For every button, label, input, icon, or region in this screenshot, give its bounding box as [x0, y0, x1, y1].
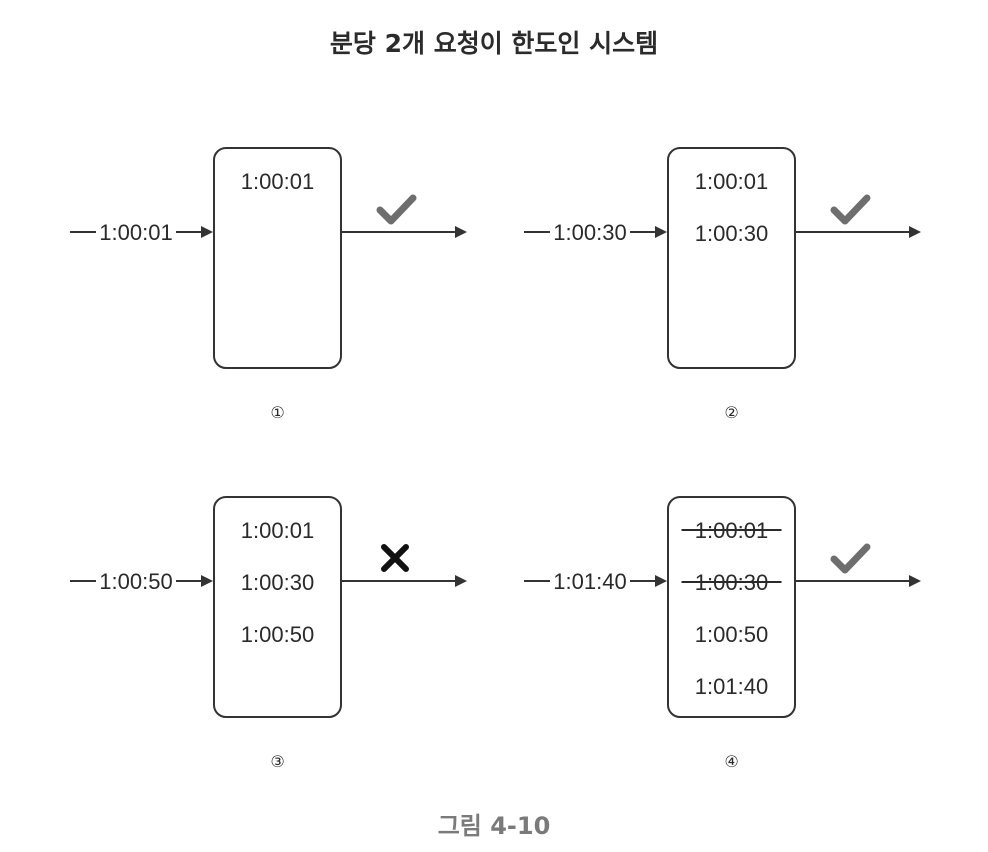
- figure-caption: 그림 4-10: [438, 812, 551, 840]
- panel-4: 1:01:401:00:011:00:301:00:501:01:40④: [524, 496, 921, 771]
- cross-icon: [381, 544, 409, 572]
- log-timestamp: 1:01:40: [695, 674, 768, 699]
- log-timestamp: 1:00:30: [241, 570, 314, 595]
- request-log-box: [667, 496, 796, 718]
- request-log-box: [213, 147, 342, 369]
- incoming-request-time: 1:01:40: [553, 569, 626, 594]
- incoming-request-time: 1:00:01: [99, 220, 172, 245]
- panels-group: 1:00:011:00:01①1:00:301:00:011:00:30②1:0…: [70, 147, 921, 771]
- panel-number-badge: ①: [270, 403, 284, 422]
- incoming-arrowhead: [201, 575, 213, 587]
- outgoing-arrowhead: [909, 226, 921, 238]
- panel-2: 1:00:30 1:00:01 1:00:30 ②: [524, 147, 921, 422]
- outgoing-arrowhead: [455, 226, 467, 238]
- incoming-request-time: 1:00:50: [99, 569, 172, 594]
- request-log-box: [667, 147, 796, 369]
- panel-number-badge: ③: [270, 752, 284, 771]
- check-icon: [830, 194, 871, 225]
- log-timestamp: 1:00:50: [695, 622, 768, 647]
- outgoing-arrowhead: [455, 575, 467, 587]
- log-timestamp: 1:00:01: [241, 169, 314, 194]
- log-timestamp: 1:00:30: [695, 221, 768, 246]
- incoming-arrowhead: [655, 575, 667, 587]
- log-timestamp: 1:00:01: [695, 169, 768, 194]
- request-log-box: [213, 496, 342, 718]
- check-icon: [376, 194, 417, 225]
- diagram-title: 분당 2개 요청이 한도인 시스템: [330, 29, 658, 58]
- incoming-arrowhead: [655, 226, 667, 238]
- check-icon: [830, 543, 871, 574]
- panel-3: 1:00:50 1:00:01 1:00:30 1:00:50 ③: [70, 496, 467, 771]
- panel-number-badge: ④: [724, 752, 738, 771]
- panel-1: 1:00:01 1:00:01 ①: [70, 147, 467, 422]
- log-timestamp: 1:00:01: [241, 518, 314, 543]
- incoming-arrowhead: [201, 226, 213, 238]
- outgoing-arrowhead: [909, 575, 921, 587]
- panel-number-badge: ②: [724, 403, 738, 422]
- incoming-request-time: 1:00:30: [553, 220, 626, 245]
- log-timestamp: 1:00:50: [241, 622, 314, 647]
